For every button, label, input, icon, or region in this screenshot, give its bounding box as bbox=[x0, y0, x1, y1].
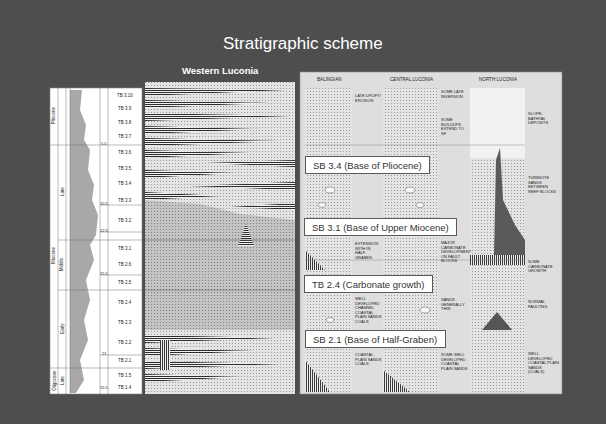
note: NORMAL FAULTING bbox=[528, 300, 559, 309]
cycle-label: TB 1.5 bbox=[118, 373, 131, 378]
cycle-label: TB 3.6 bbox=[118, 150, 131, 155]
note: SOME CARBONATE GROWTH bbox=[528, 260, 559, 274]
cycle-label: TB 3.5 bbox=[118, 166, 131, 171]
cycle-label: TB 3.8 bbox=[118, 120, 131, 125]
diagram-title: Stratigraphic scheme bbox=[223, 34, 383, 54]
note: WELL DEVELOPED CHANNEL COASTAL PLAIN SAN… bbox=[355, 297, 382, 325]
callout-box: SB 2.1 (Base of Half-Graben) bbox=[305, 330, 446, 348]
age-number: 12.5 bbox=[100, 229, 108, 234]
cycle-label: TB 3.7 bbox=[118, 134, 131, 139]
note: MAJOR CARBONATE DEVELOPMENT ON FAULT BLO… bbox=[441, 241, 470, 264]
epoch-label: Pliocene bbox=[51, 107, 56, 124]
cycle-label: TB 3.2 bbox=[118, 218, 131, 223]
epoch-label: Miocene bbox=[51, 247, 56, 264]
stage-label: Late bbox=[60, 187, 65, 196]
cycle-label: TB 2.4 bbox=[118, 300, 131, 305]
age-number: 10.5 bbox=[100, 202, 108, 207]
stage-label: Middle bbox=[59, 258, 64, 271]
age-number: 21 bbox=[102, 352, 106, 357]
callout-box: TB 2.4 (Carbonate growth) bbox=[304, 275, 433, 293]
column-header: CENTRAL LUCONIA bbox=[390, 77, 433, 82]
callout-text: SB 3.4 (Base of Pliocene) bbox=[313, 161, 422, 171]
note: TURBIDITE SANDS BETWEEN REEF BLOCKS bbox=[528, 176, 559, 194]
note: SOME BUILDUPS EXTEND TO SF bbox=[441, 118, 469, 136]
note: SLOPE-BATHYAL DEPOSITS bbox=[528, 112, 559, 126]
column-header: NORTH LUCONIA bbox=[479, 77, 517, 82]
stage-label: Early bbox=[60, 323, 65, 333]
note: LATE UPLIFT/ EROSION bbox=[355, 94, 382, 103]
callout-text: SB 2.1 (Base of Half-Graben) bbox=[313, 335, 437, 345]
panel-title: Western Luconia bbox=[182, 66, 258, 77]
note: EXTENSION WITH IN HALF-GRABEN bbox=[355, 242, 382, 260]
cycle-label: TB 3.1 bbox=[118, 246, 131, 251]
stage-label: Late bbox=[60, 376, 65, 385]
cycle-label: TB 2.3 bbox=[118, 320, 131, 325]
cycle-label: TB 2.5 bbox=[118, 280, 131, 285]
age-number: 5.5 bbox=[101, 142, 107, 147]
note: SOME LATE INVERSION bbox=[441, 90, 469, 99]
cycle-label: TB 3.10 bbox=[117, 93, 133, 98]
column-header: BALINGIAN bbox=[317, 77, 342, 82]
callout-text: TB 2.4 (Carbonate growth) bbox=[312, 280, 424, 290]
age-number: 25.5 bbox=[100, 386, 108, 391]
note: SOME WELL DEVELOPED COASTAL PLAIN SANDS bbox=[441, 353, 469, 371]
cycle-label: TB 3.4 bbox=[118, 181, 131, 186]
age-number: 15.5 bbox=[100, 272, 108, 277]
callout-box: SB 3.4 (Base of Pliocene) bbox=[305, 156, 430, 174]
cycle-label: TB 2.2 bbox=[118, 340, 131, 345]
cycle-label: TB 3.3 bbox=[118, 198, 131, 203]
callout-text: SB 3.1 (Base of Upper Miocene) bbox=[312, 223, 449, 233]
note: COASTAL PLAIN SANDS COALS bbox=[355, 353, 382, 367]
callout-box: SB 3.1 (Base of Upper Miocene) bbox=[304, 218, 457, 236]
note: SANDS GENERALLY THIN bbox=[441, 298, 469, 312]
epoch-label: Oligocene bbox=[52, 370, 57, 390]
cycle-label: TB 2.6 bbox=[118, 262, 131, 267]
cycle-label: TB 3.9 bbox=[118, 106, 131, 111]
cycle-label: TB 1.4 bbox=[118, 385, 131, 390]
note: WELL DEVELOPED COASTAL PLAIN SANDS (COAL… bbox=[528, 352, 559, 375]
cycle-label: TB 2.1 bbox=[118, 358, 131, 363]
